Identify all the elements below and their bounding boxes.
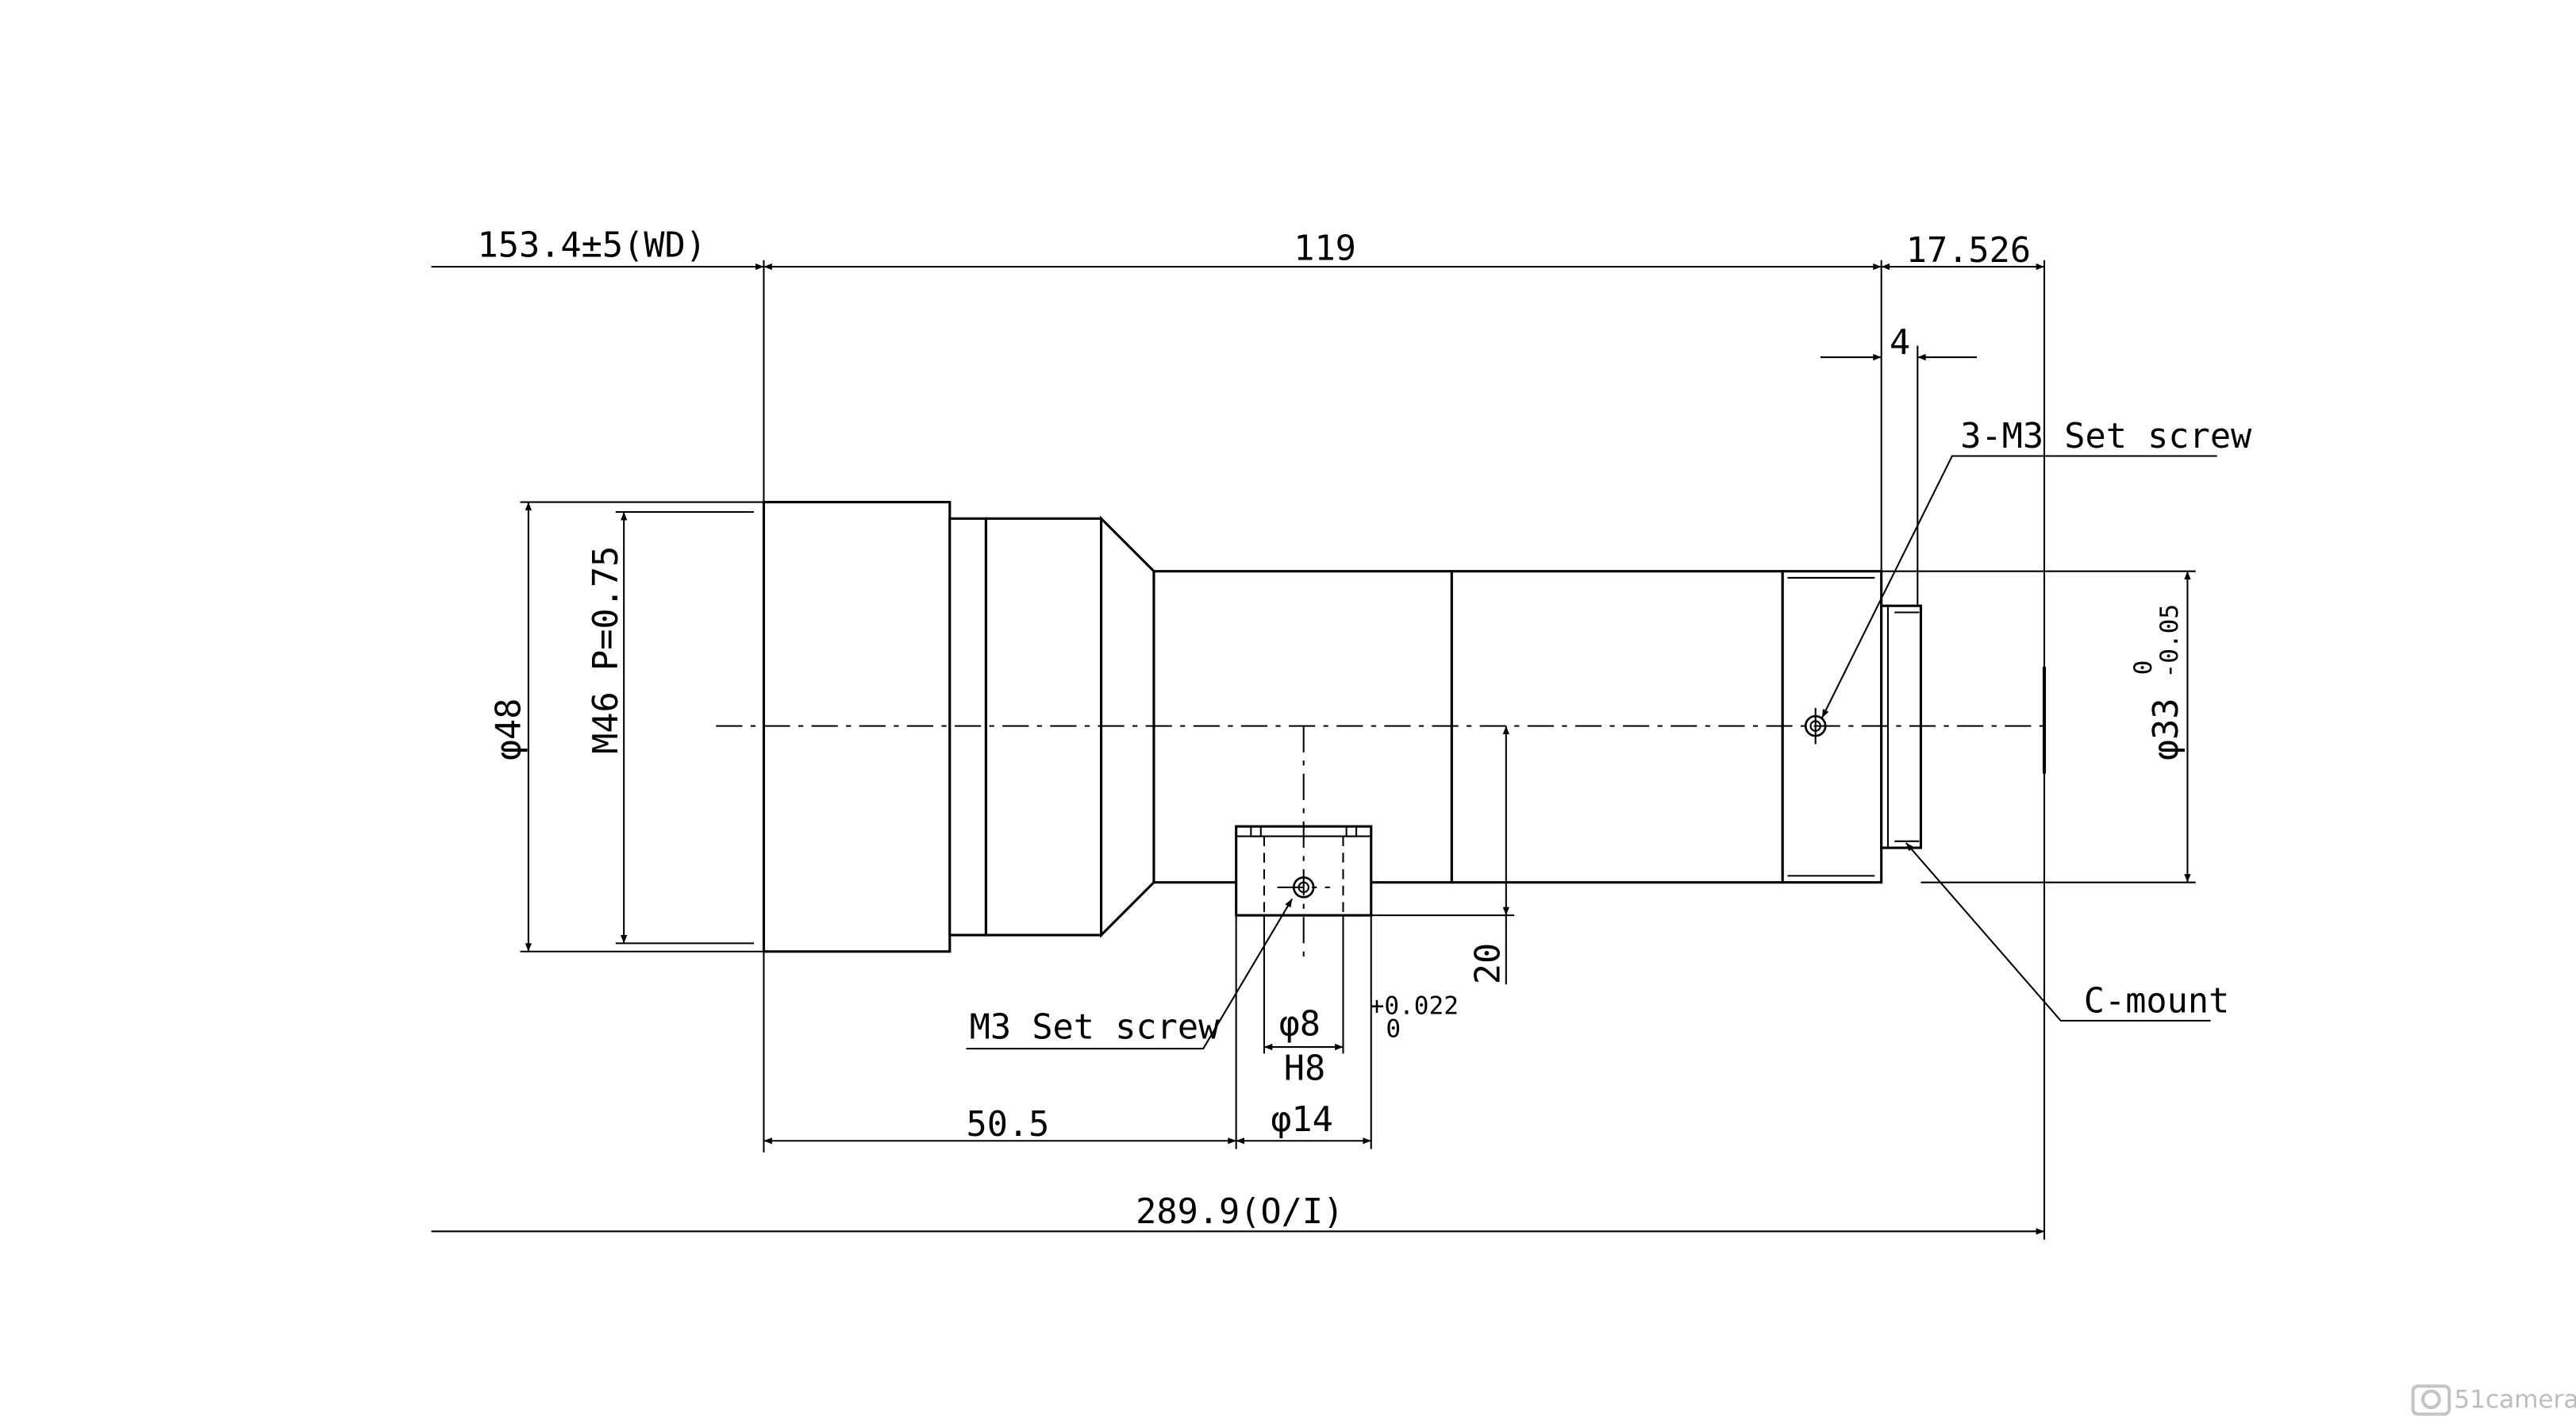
bottom-screw-callout: M3 Set screw: [970, 1008, 1220, 1048]
center-lines: [716, 725, 2050, 959]
shaft-fit-label: H8: [1284, 1049, 1325, 1089]
flange-back-label: 17.526: [1906, 231, 2031, 271]
dimension-labels: 153.4±5(WD) 119 17.526 4 50.5 φ14 φ8 H8 …: [478, 226, 2186, 1232]
mount-tol-upper: 0: [2129, 660, 2158, 675]
c-mount-callout: C-mount: [2084, 982, 2230, 1022]
shaft-diameter-label: φ8: [1279, 1005, 1321, 1045]
top-screw-callout: 3-M3 Set screw: [1960, 417, 2252, 456]
mount-diameter-label: φ33: [2147, 699, 2186, 761]
watermark-brand: 51camera: [2454, 1385, 2576, 1414]
screw-offset-label: 4: [1890, 323, 1910, 363]
dimension-lines: [431, 263, 2191, 1235]
camera-logo-icon: [2411, 1384, 2451, 1416]
shaft-tol-upper: +0.022: [1370, 992, 1459, 1021]
shaft-height-label: 20: [1469, 943, 1509, 984]
filter-thread-label: M46 P=0.75: [586, 546, 626, 754]
total-length-label: 289.9(O/I): [1136, 1192, 1344, 1232]
shaft-tol-lower: 0: [1386, 1015, 1401, 1044]
extension-lines: [520, 260, 2196, 1240]
boss-diameter-label: φ14: [1271, 1100, 1333, 1140]
mount-tol-lower: -0.05: [2155, 604, 2184, 679]
callout-labels: 3-M3 Set screw C-mount M3 Set screw: [970, 417, 2252, 1048]
mount-to-shaft-label: 50.5: [967, 1105, 1050, 1145]
leader-lines: [966, 455, 2217, 1050]
length-119-label: 119: [1294, 229, 1356, 269]
body-diameter-label: φ48: [489, 699, 529, 761]
watermark: 51camera: [2411, 1384, 2576, 1416]
wd-label: 153.4±5(WD): [478, 226, 706, 266]
